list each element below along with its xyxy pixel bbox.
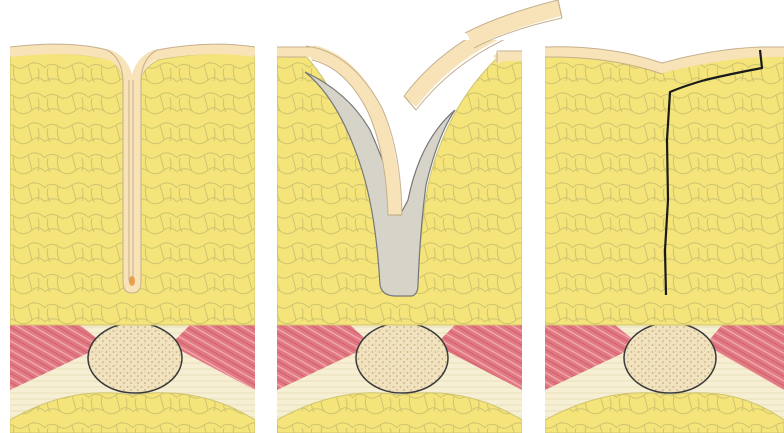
panel-flap-closure [545, 47, 784, 433]
bone-cross-section [624, 323, 716, 393]
subcutaneous-fat [545, 55, 784, 325]
lifted-skin-overflow [465, 0, 562, 48]
bone-cross-section [88, 323, 182, 393]
bone-cross-section [356, 323, 448, 393]
panel-excision [277, 0, 562, 433]
skin-right-edge [496, 56, 522, 60]
sinus-tract-base [129, 276, 135, 286]
panel-sinus-tract [10, 44, 255, 433]
